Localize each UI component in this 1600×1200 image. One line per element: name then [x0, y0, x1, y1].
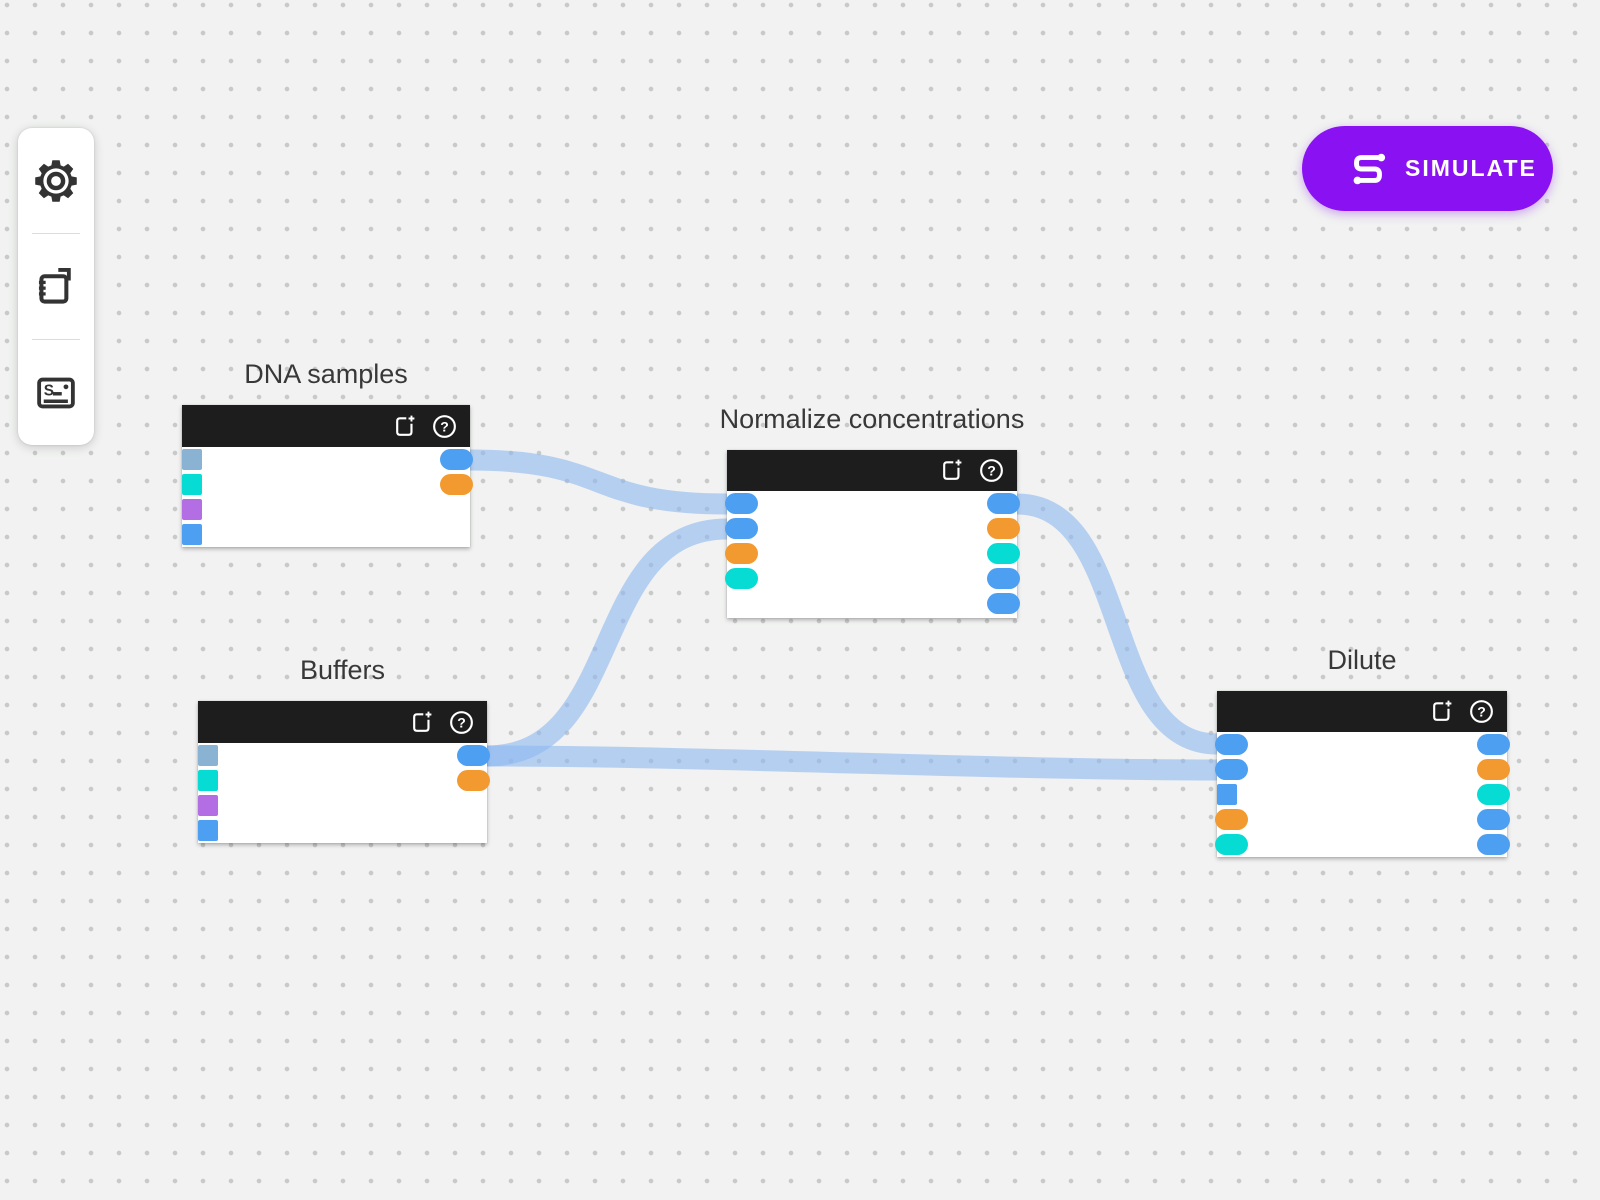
input-port-cyan[interactable] — [1215, 834, 1248, 855]
input-port-blue[interactable] — [1217, 784, 1237, 805]
toolbar-divider — [32, 233, 80, 234]
input-port-blue[interactable] — [1215, 759, 1248, 780]
svg-text:?: ? — [1477, 703, 1486, 719]
svg-text:?: ? — [987, 462, 996, 478]
duplicate-plus-icon[interactable] — [1428, 698, 1455, 725]
help-icon[interactable]: ? — [448, 709, 475, 736]
node-body — [198, 743, 487, 843]
svg-text:S: S — [44, 382, 54, 399]
protocol-notebook-button[interactable] — [18, 234, 94, 339]
output-port-orange[interactable] — [987, 518, 1020, 539]
input-port-purple[interactable] — [198, 795, 218, 816]
help-icon[interactable]: ? — [978, 457, 1005, 484]
node-header[interactable]: ? — [182, 405, 470, 447]
wire[interactable] — [469, 449, 728, 515]
node-title: DNA samples — [244, 359, 408, 389]
svg-text:?: ? — [457, 714, 466, 730]
simulate-button[interactable]: SIMULATE — [1302, 126, 1553, 211]
gear-icon — [35, 159, 77, 202]
output-port-cyan[interactable] — [987, 543, 1020, 564]
node-header[interactable]: ? — [1217, 691, 1507, 732]
notebook-icon — [38, 267, 71, 304]
input-port-blue[interactable] — [182, 524, 202, 545]
toolbar-divider — [32, 339, 80, 340]
duplicate-plus-icon[interactable] — [408, 709, 435, 736]
input-port-steel[interactable] — [198, 745, 218, 766]
wire[interactable] — [486, 745, 1218, 781]
input-port-blue[interactable] — [725, 493, 758, 514]
output-port-blue[interactable] — [987, 593, 1020, 614]
duplicate-plus-icon[interactable] — [391, 413, 418, 440]
output-port-orange[interactable] — [1477, 759, 1510, 780]
output-port-orange[interactable] — [457, 770, 490, 791]
input-port-orange[interactable] — [725, 543, 758, 564]
simulation-card-icon: S — [37, 377, 75, 408]
output-port-orange[interactable] — [440, 474, 473, 495]
node-body — [182, 447, 470, 547]
input-port-cyan[interactable] — [198, 770, 218, 791]
wire[interactable] — [486, 518, 728, 767]
output-port-blue[interactable] — [987, 568, 1020, 589]
input-port-cyan[interactable] — [725, 568, 758, 589]
node-dilute[interactable]: Dilute ? — [1215, 645, 1510, 857]
output-port-cyan[interactable] — [1477, 784, 1510, 805]
simulation-details-button[interactable]: S — [18, 340, 94, 445]
help-icon[interactable]: ? — [431, 413, 458, 440]
duplicate-plus-icon[interactable] — [938, 457, 965, 484]
node-dna-samples[interactable]: DNA samples ? — [182, 359, 473, 547]
simulate-button-label: SIMULATE — [1405, 155, 1537, 181]
input-port-purple[interactable] — [182, 499, 202, 520]
input-port-cyan[interactable] — [182, 474, 202, 495]
node-title: Dilute — [1327, 645, 1397, 675]
wire[interactable] — [1016, 493, 1218, 755]
node-body — [1217, 732, 1507, 857]
node-header[interactable]: ? — [198, 701, 487, 743]
node-header[interactable]: ? — [727, 450, 1017, 491]
help-icon[interactable]: ? — [1468, 698, 1495, 725]
output-port-blue[interactable] — [440, 449, 473, 470]
node-title: Buffers — [299, 655, 386, 685]
input-port-blue[interactable] — [198, 820, 218, 841]
input-port-blue[interactable] — [1215, 734, 1248, 755]
output-port-blue[interactable] — [987, 493, 1020, 514]
node-title: Normalize concentrations — [719, 404, 1025, 434]
output-port-blue[interactable] — [1477, 734, 1510, 755]
output-port-blue[interactable] — [1477, 809, 1510, 830]
simulate-s-icon — [1353, 153, 1386, 184]
output-port-blue[interactable] — [1477, 834, 1510, 855]
output-port-blue[interactable] — [457, 745, 490, 766]
node-buffers[interactable]: Buffers ? — [198, 655, 490, 843]
input-port-orange[interactable] — [1215, 809, 1248, 830]
side-toolbar: S — [18, 128, 94, 445]
input-port-blue[interactable] — [725, 518, 758, 539]
node-normalize-concentrations[interactable]: Normalize concentrations ? — [720, 404, 1024, 618]
input-port-steel[interactable] — [182, 449, 202, 470]
settings-button[interactable] — [18, 128, 94, 233]
node-body — [727, 491, 1017, 618]
svg-text:?: ? — [440, 418, 449, 434]
